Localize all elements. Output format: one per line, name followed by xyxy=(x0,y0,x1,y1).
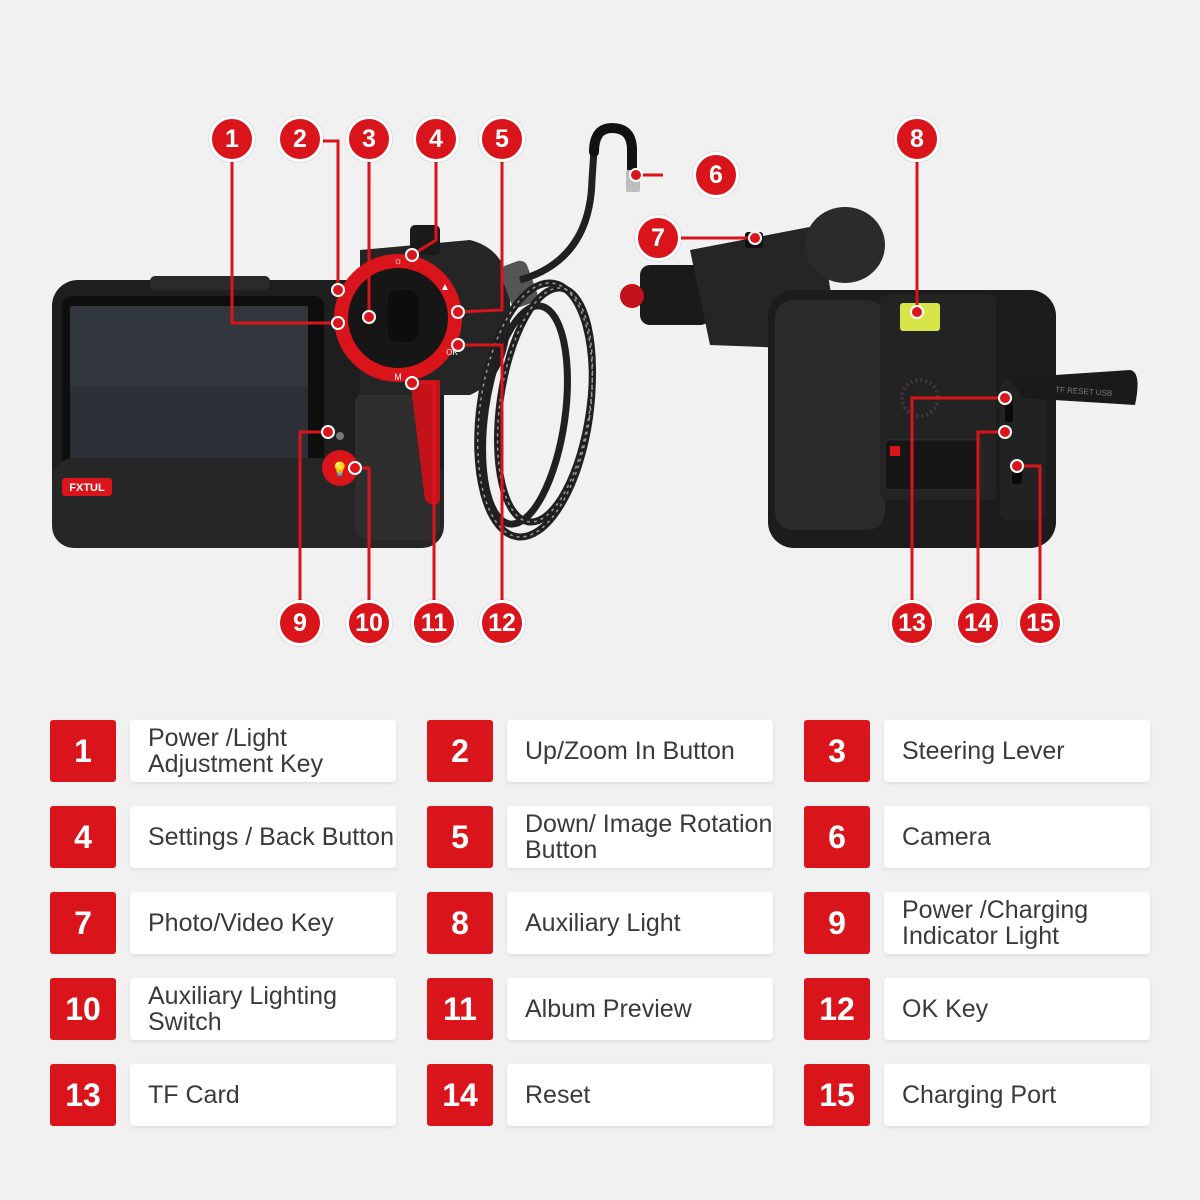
legend-item: 12 OK Key xyxy=(804,978,1150,1040)
legend-item: 11 Album Preview xyxy=(427,978,773,1040)
legend-item: 1 Power /Light Adjustment Key xyxy=(50,720,396,782)
legend-row: 7 Photo/Video Key 8 Auxiliary Light 9 Po… xyxy=(0,892,1200,954)
legend-item: 7 Photo/Video Key xyxy=(50,892,396,954)
legend-number: 8 xyxy=(427,892,493,954)
legend-label: Charging Port xyxy=(884,1064,1150,1126)
legend-label: Power /Light Adjustment Key xyxy=(130,720,396,782)
legend-number: 10 xyxy=(50,978,116,1040)
legend-item: 6 Camera xyxy=(804,806,1150,868)
svg-text:☼: ☼ xyxy=(393,256,402,267)
svg-text:M: M xyxy=(394,372,402,382)
legend-number: 14 xyxy=(427,1064,493,1126)
legend-label: Power /Charging Indicator Light xyxy=(884,892,1150,954)
steering-lever xyxy=(388,290,418,342)
legend-label: Auxiliary Light xyxy=(507,892,773,954)
legend-number: 7 xyxy=(50,892,116,954)
legend-number: 13 xyxy=(50,1064,116,1126)
legend-row: 13 TF Card 14 Reset 15 Charging Port xyxy=(0,1064,1200,1126)
legend-number: 3 xyxy=(804,720,870,782)
callout-3: 3 xyxy=(346,116,392,162)
callout-14: 14 xyxy=(955,600,1001,646)
brand-logo-text: FXTUL xyxy=(69,482,105,494)
callout-9: 9 xyxy=(277,600,323,646)
callout-5: 5 xyxy=(479,116,525,162)
port-cover xyxy=(1010,370,1138,405)
callout-13: 13 xyxy=(889,600,935,646)
leader-dots xyxy=(321,168,1024,475)
callout-2: 2 xyxy=(277,116,323,162)
legend-label: Steering Lever xyxy=(884,720,1150,782)
legend-label: Camera xyxy=(884,806,1150,868)
legend-number: 2 xyxy=(427,720,493,782)
legend-label: Settings / Back Button xyxy=(130,806,396,868)
callout-15: 15 xyxy=(1017,600,1063,646)
legend-item: 3 Steering Lever xyxy=(804,720,1150,782)
legend-number: 9 xyxy=(804,892,870,954)
legend-item: 10 Auxiliary Lighting Switch xyxy=(50,978,396,1040)
legend-label: Reset xyxy=(507,1064,773,1126)
leader-lines xyxy=(230,139,1042,600)
legend-item: 4 Settings / Back Button xyxy=(50,806,396,868)
device-illustration: FXTUL 💡 ☼ ▲ OK M xyxy=(52,116,1138,646)
callout-1: 1 xyxy=(209,116,255,162)
legend-item: 14 Reset xyxy=(427,1064,773,1126)
callout-12: 12 xyxy=(479,600,525,646)
legend-item: 9 Power /Charging Indicator Light xyxy=(804,892,1150,954)
brand-logo xyxy=(62,478,112,496)
svg-text:▲: ▲ xyxy=(440,282,450,293)
legend-item: 8 Auxiliary Light xyxy=(427,892,773,954)
legend-number: 4 xyxy=(50,806,116,868)
aux-light-switch xyxy=(322,450,358,486)
device-drawing: FXTUL 💡 ☼ ▲ OK M xyxy=(52,122,1138,600)
legend-item: 5 Down/ Image Rotation Button xyxy=(427,806,773,868)
legend-label: Down/ Image Rotation Button xyxy=(507,806,773,868)
legend-label: Up/Zoom In Button xyxy=(507,720,773,782)
legend-number: 15 xyxy=(804,1064,870,1126)
legend-number: 1 xyxy=(50,720,116,782)
callout-4: 4 xyxy=(413,116,459,162)
legend-row: 1 Power /Light Adjustment Key 2 Up/Zoom … xyxy=(0,720,1200,782)
svg-text:💡: 💡 xyxy=(331,461,348,478)
legend-number: 5 xyxy=(427,806,493,868)
svg-text:OK: OK xyxy=(446,348,458,357)
legend-item: 15 Charging Port xyxy=(804,1064,1150,1126)
callout-6: 6 xyxy=(693,152,739,198)
legend-item: 2 Up/Zoom In Button xyxy=(427,720,773,782)
legend-item: 13 TF Card xyxy=(50,1064,396,1126)
legend-number: 12 xyxy=(804,978,870,1040)
legend-number: 11 xyxy=(427,978,493,1040)
legend-number: 6 xyxy=(804,806,870,868)
legend-label: Auxiliary Lighting Switch xyxy=(130,978,396,1040)
probe-tip xyxy=(589,122,637,180)
legend-label: TF Card xyxy=(130,1064,396,1126)
legend-label: Album Preview xyxy=(507,978,773,1040)
callout-8: 8 xyxy=(894,116,940,162)
callout-7: 7 xyxy=(635,215,681,261)
indicator-light xyxy=(336,432,344,440)
legend-label: OK Key xyxy=(884,978,1150,1040)
callout-11: 11 xyxy=(411,600,457,646)
legend-row: 10 Auxiliary Lighting Switch 11 Album Pr… xyxy=(0,978,1200,1040)
port-label: TF RESET USB xyxy=(1055,385,1113,398)
legend-row: 4 Settings / Back Button 5 Down/ Image R… xyxy=(0,806,1200,868)
legend-label: Photo/Video Key xyxy=(130,892,396,954)
callout-10: 10 xyxy=(346,600,392,646)
